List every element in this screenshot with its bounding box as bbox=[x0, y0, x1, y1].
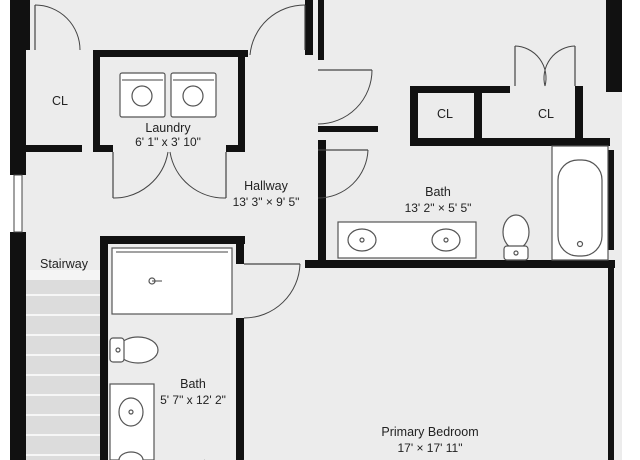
primary-bedroom-label: Primary Bedroom bbox=[381, 425, 478, 439]
shower-icon bbox=[111, 247, 233, 315]
dryer-icon bbox=[170, 72, 217, 118]
wall-hall-top bbox=[318, 126, 378, 132]
stairway-label: Stairway bbox=[40, 257, 89, 271]
window-left bbox=[13, 174, 23, 233]
stairs bbox=[26, 280, 100, 460]
wall-laundry-right bbox=[238, 50, 245, 152]
wall-closet-left-top bbox=[22, 0, 30, 50]
wall-center-upper-2 bbox=[318, 0, 324, 60]
door-laundry-left-swing bbox=[112, 151, 169, 199]
laundry-label: Laundry bbox=[145, 121, 191, 135]
wall-closets-top bbox=[410, 86, 510, 93]
wall-bath-corner bbox=[318, 140, 324, 146]
wall-center-upper bbox=[305, 0, 313, 55]
bathtub-icon bbox=[551, 145, 609, 261]
washer-icon bbox=[119, 72, 166, 118]
sink-icon-2 bbox=[431, 228, 461, 252]
wall-closet-bottom bbox=[22, 145, 82, 152]
door-closet-tl-swing bbox=[34, 4, 81, 51]
closet-right-label: CL bbox=[538, 107, 554, 121]
toilet-icon bbox=[502, 214, 530, 261]
door-bath-lower-swing bbox=[243, 263, 301, 319]
wall-laundry-top bbox=[93, 50, 248, 57]
wall-right-bedroom bbox=[608, 265, 614, 460]
door-bath-upper-swing bbox=[317, 149, 369, 199]
wall-cl1-left bbox=[410, 86, 418, 146]
hallway-label: Hallway bbox=[244, 179, 289, 193]
door-top-center-swing bbox=[249, 4, 306, 56]
fixtures bbox=[109, 72, 609, 460]
wall-cl2-right-top bbox=[575, 86, 583, 146]
wall-laundry-bottom-left bbox=[100, 145, 113, 152]
walls bbox=[10, 0, 622, 460]
wall-laundry-bottom-right bbox=[226, 145, 238, 152]
room-labels: CL Laundry 6' 1" x 3' 10" Hallway 13' 3"… bbox=[40, 94, 554, 455]
wall-laundry-left bbox=[93, 50, 100, 152]
bath-upper-label: Bath bbox=[425, 185, 451, 199]
door-cl-right-a-swing bbox=[514, 45, 547, 87]
sink-icon-3 bbox=[118, 397, 144, 427]
hallway-dims: 13' 3" × 9' 5" bbox=[233, 195, 300, 209]
bath-lower-label: Bath bbox=[180, 377, 206, 391]
closet-tl-label: CL bbox=[52, 94, 68, 108]
sink-icon bbox=[347, 228, 377, 252]
wall-bath-bedroom bbox=[305, 260, 615, 268]
wall-closets-bottom bbox=[410, 138, 610, 146]
wall-lower-bath-right-top bbox=[236, 236, 244, 264]
wall-right-upper bbox=[606, 0, 622, 92]
wall-lower-bath-right bbox=[236, 318, 244, 460]
sink-icon-4 bbox=[118, 451, 144, 460]
door-laundry-right-swing bbox=[169, 151, 227, 199]
toilet-icon-2 bbox=[109, 336, 159, 364]
wall-cl1-right bbox=[474, 86, 482, 146]
wall-lower-bath-top bbox=[100, 236, 245, 244]
wall-bath-left bbox=[318, 140, 326, 265]
door-cl-right-b-swing bbox=[543, 45, 576, 87]
stair-run bbox=[26, 280, 100, 460]
bath-upper-dims: 13' 2" × 5' 5" bbox=[405, 201, 472, 215]
wall-right-bath bbox=[608, 150, 614, 250]
bath-lower-dims: 5' 7" x 12' 2" bbox=[160, 393, 226, 407]
door-hall-right-swing bbox=[317, 69, 373, 125]
laundry-dims: 6' 1" x 3' 10" bbox=[135, 135, 201, 149]
primary-bedroom-dims: 17' × 17' 11" bbox=[397, 441, 462, 455]
wall-left-lower bbox=[10, 232, 26, 460]
doors bbox=[34, 4, 576, 460]
wall-lower-bath-left bbox=[100, 236, 108, 460]
closet-small-label: CL bbox=[437, 107, 453, 121]
